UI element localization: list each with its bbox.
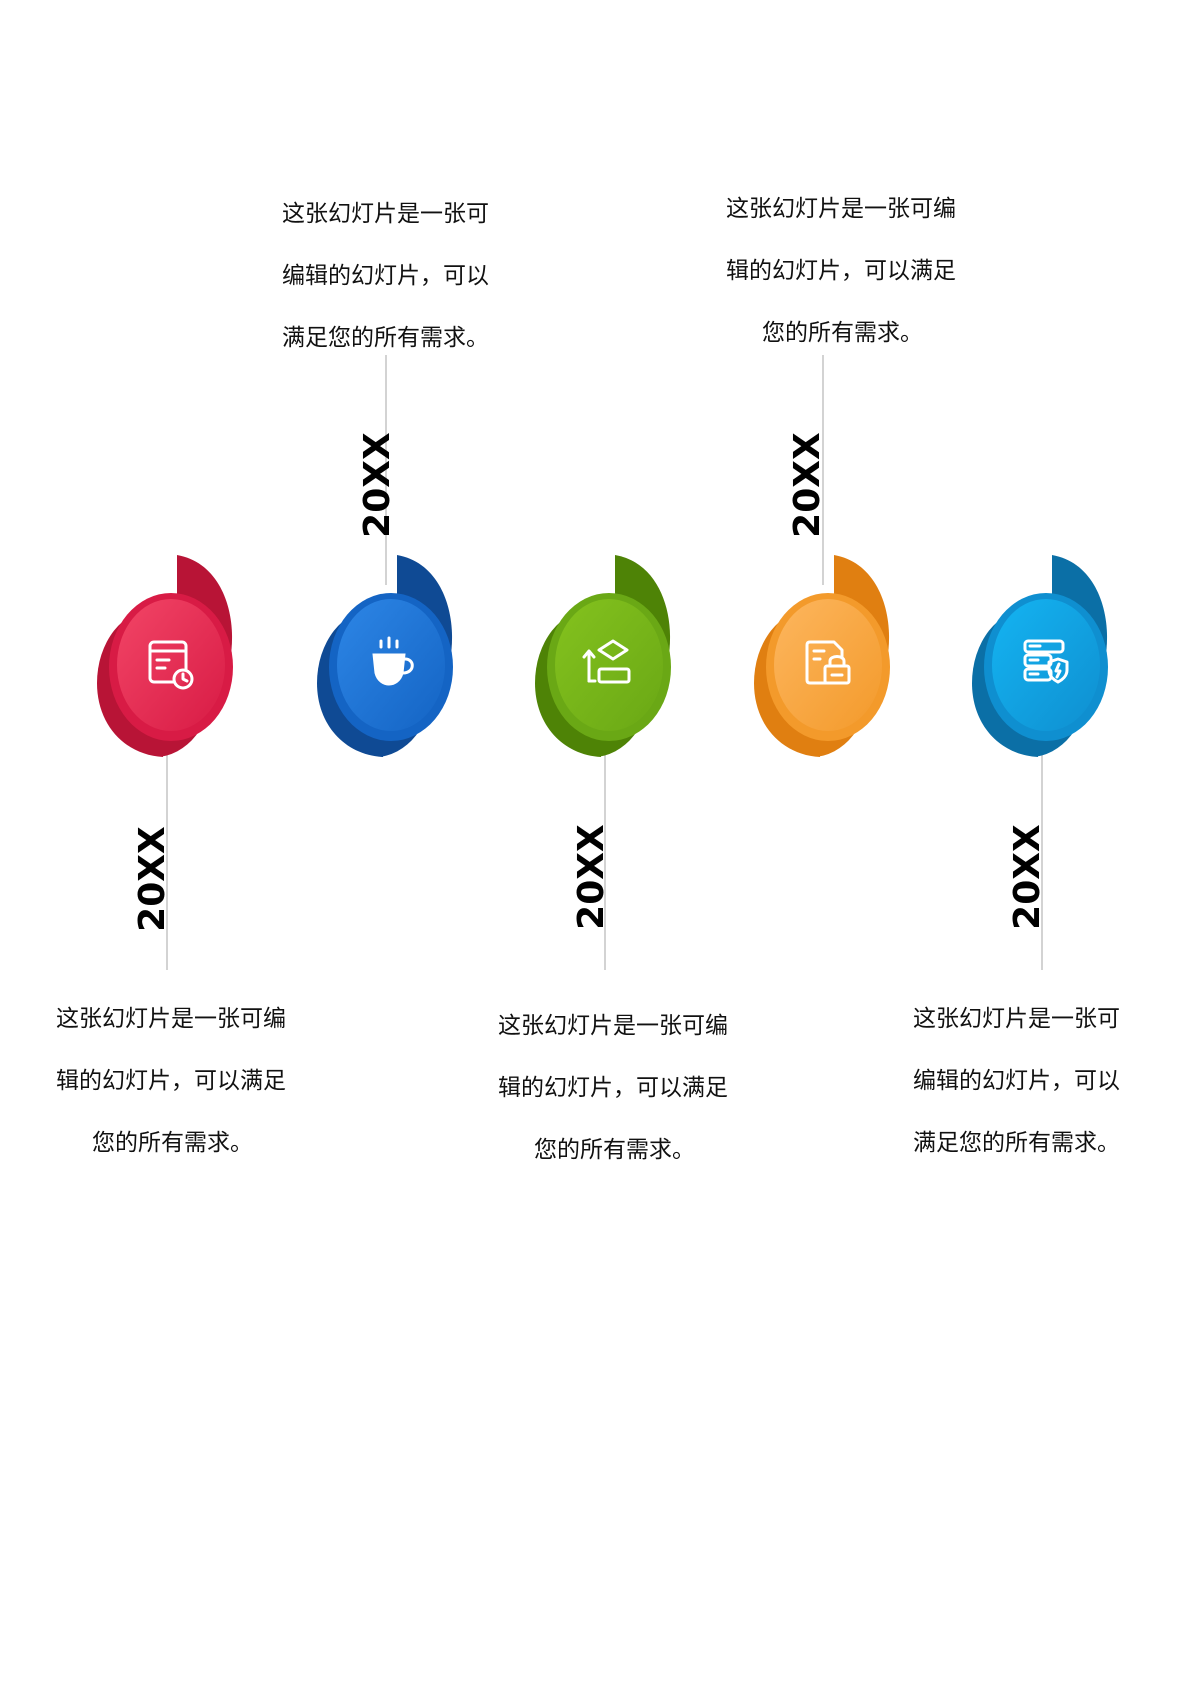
description-5: 这张幻灯片是一张可 编辑的幻灯片，可以 满足您的所有需求。 [913,988,1163,1174]
connector-line-4 [822,355,824,585]
description-2-line-1: 这张幻灯片是一张可 [282,201,489,227]
year-label-5: 20XX [1007,824,1048,930]
connector-line-1 [166,740,168,970]
description-1: 这张幻灯片是一张可编 辑的幻灯片，可以满足 您的所有需求。 [56,988,306,1174]
timeline-node-5 [970,555,1120,775]
timeline-node-3 [533,555,683,775]
calendar-clock-icon [148,640,194,690]
description-4: 这张幻灯片是一张可编 辑的幻灯片，可以满足 您的所有需求。 [726,178,976,364]
connector-line-2 [385,355,387,585]
node-3-front-face [555,599,663,731]
description-1-line-1: 这张幻灯片是一张可编 [56,1006,286,1032]
timeline-node-1 [95,555,245,775]
node-1-front-face [117,599,225,731]
timeline-node-2 [315,555,465,775]
server-shield-icon [1023,639,1069,684]
description-2-line-3: 满足您的所有需求。 [282,325,489,351]
description-5-line-3: 满足您的所有需求。 [913,1130,1120,1156]
year-label-2: 20XX [357,432,398,538]
description-4-line-1: 这张幻灯片是一张可编 [726,196,956,222]
year-label-1: 20XX [132,826,173,932]
description-1-line-2: 辑的幻灯片，可以满足 [56,1068,286,1094]
connector-line-3 [604,740,606,970]
description-2-line-2: 编辑的幻灯片，可以 [282,263,489,289]
description-3: 这张幻灯片是一张可编 辑的幻灯片，可以满足 您的所有需求。 [498,995,748,1181]
timeline-node-4 [752,555,902,775]
connector-line-5 [1041,740,1043,970]
year-label-4: 20XX [787,432,828,538]
description-3-line-2: 辑的幻灯片，可以满足 [498,1075,728,1101]
description-4-line-2: 辑的幻灯片，可以满足 [726,258,956,284]
description-3-line-3: 您的所有需求。 [534,1137,695,1163]
description-5-line-2: 编辑的幻灯片，可以 [913,1068,1120,1094]
description-3-line-1: 这张幻灯片是一张可编 [498,1013,728,1039]
description-1-line-3: 您的所有需求。 [92,1130,253,1156]
year-label-3: 20XX [571,824,612,930]
document-lock-icon [805,640,851,685]
description-2: 这张幻灯片是一张可 编辑的幻灯片，可以 满足您的所有需求。 [282,183,522,369]
coffee-cup-icon [372,636,414,686]
description-4-line-3: 您的所有需求。 [762,320,923,346]
description-5-line-1: 这张幻灯片是一张可 [913,1006,1120,1032]
upload-stack-icon [582,639,631,684]
